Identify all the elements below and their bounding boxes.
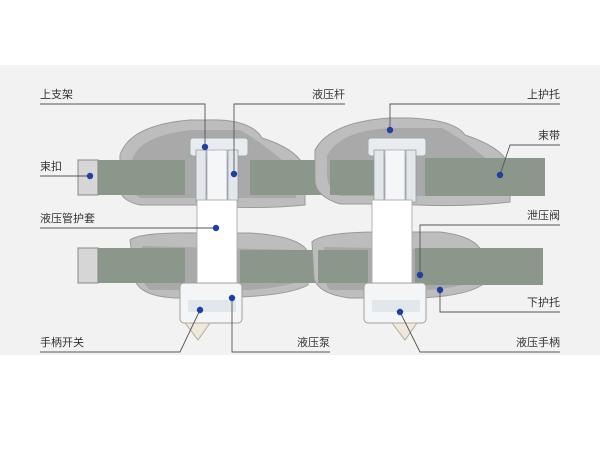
marker-upper-bracket [201,143,209,151]
right-upper-strap-left [330,160,375,195]
right-upper-strap [425,158,545,196]
label-hydraulic-rod: 液压杆 [312,87,345,101]
label-hydraulic-handle: 液压手柄 [516,335,560,349]
label-upper-bracket: 上支架 [40,88,73,101]
label-tube-sleeve: 液压管护套 [40,211,95,225]
label-upper-support: 上护托 [527,87,560,101]
label-handle-switch: 手柄开关 [40,335,84,349]
right-bracket-post-b [405,149,417,203]
label-lower-support: 下护托 [527,295,560,309]
label-hydraulic-pump: 液压泵 [297,335,330,349]
left-bracket-post-a [195,149,207,203]
leader-strap [499,144,560,176]
left-pump-panel [188,300,236,312]
left-hydraulic-rod [206,149,228,203]
marker-handle-switch [196,306,204,314]
right-brace-unit [311,117,545,341]
leader-release-valve [419,224,560,275]
marker-tube-sleeve [212,224,220,232]
leader-handle-switch [40,309,201,353]
marker-release-valve [416,271,424,279]
right-handle [390,322,418,341]
leader-hydraulic-rod [233,103,345,174]
leader-upper-bracket [40,103,206,147]
marker-hydraulic-pump [228,294,236,302]
diagram-background [0,65,600,355]
right-lower-strap-left [318,250,368,283]
right-hydraulic-rod [384,149,406,203]
leader-hydraulic-pump [231,298,330,353]
leader-lower-support [439,290,560,313]
right-lower-strap [415,248,543,285]
marker-strap [496,171,504,179]
marker-lower-support [436,286,444,294]
left-lower-buckle [77,247,99,284]
label-strap: 束带 [538,129,560,142]
markers [86,126,504,316]
labels: 上支架 束扣 液压管护套 手柄开关 液压杆 液压泵 上护托 束带 泄压阀 下护托… [40,87,560,349]
label-release-valve: 泄压阀 [527,208,560,222]
marker-buckle [86,172,94,180]
leader-lines [40,103,560,353]
marker-hydraulic-handle [396,308,404,316]
marker-hydraulic-rod [230,170,238,178]
leader-hydraulic-handle [399,311,560,353]
left-upper-strap [95,160,185,195]
marker-upper-support [386,126,394,134]
right-tube-sleeve [371,199,413,291]
right-bracket-post-a [373,149,385,203]
left-tube-sleeve [196,199,238,291]
left-handle [183,322,211,341]
right-pump-panel [372,300,420,312]
left-lower-strap [95,248,185,283]
label-buckle: 束扣 [40,159,62,173]
leader-upper-support [389,103,560,130]
